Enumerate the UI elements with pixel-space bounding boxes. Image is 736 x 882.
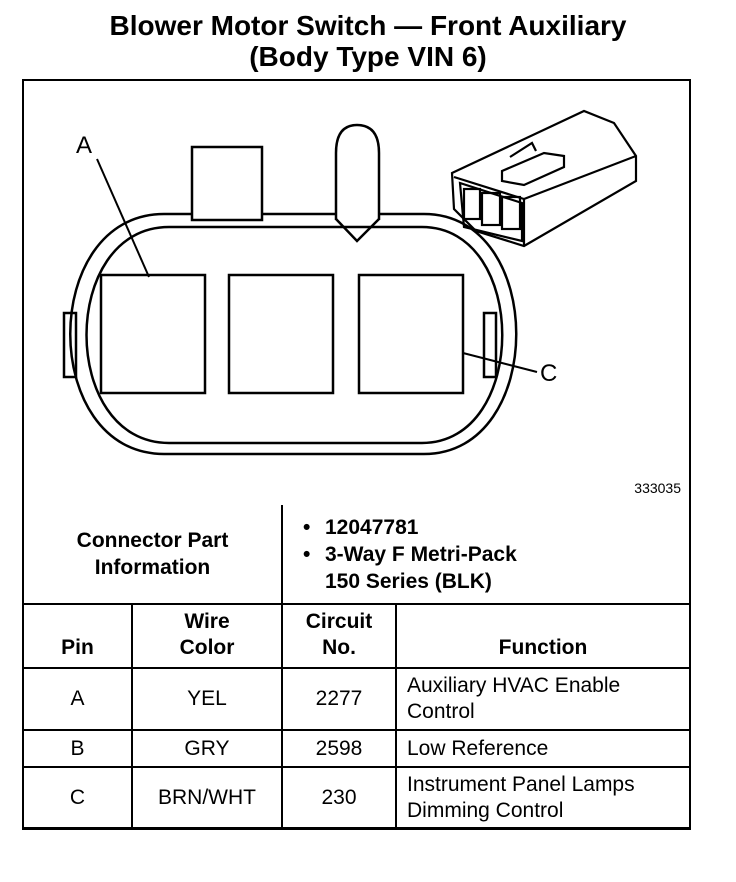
row-function: Instrument Panel Lamps Dimming Control	[395, 766, 689, 829]
row-pin: A	[24, 667, 133, 731]
connector-info-row: Connector Part Information 12047781 3-Wa…	[24, 505, 689, 605]
row-function-line1: Low Reference	[407, 736, 549, 760]
connector-outer-shell	[69, 212, 518, 456]
connector-isometric-view	[450, 109, 638, 248]
header-pin: Pin	[24, 603, 133, 669]
connector-side-key-right	[482, 311, 498, 379]
row-pin: B	[24, 729, 133, 768]
row-function: Auxiliary HVAC Enable Control	[395, 667, 689, 731]
header-circuit-no: Circuit No.	[281, 603, 397, 669]
pin-cavity-a	[99, 273, 207, 395]
header-wire-color: Wire Color	[131, 603, 283, 669]
row-wire-color: YEL	[131, 667, 283, 731]
row-wire-color: BRN/WHT	[131, 766, 283, 829]
connector-part-info-list: 12047781 3-Way F Metri-Pack 150 Series (…	[281, 505, 689, 605]
table-header-row: Pin Wire Color Circuit No. Function	[24, 603, 689, 669]
connector-tab-left	[190, 145, 264, 222]
header-wire-color-line2: Color	[179, 636, 235, 659]
pin-cavity-c	[357, 273, 465, 395]
row-function-line1: Instrument Panel Lamps	[407, 772, 635, 796]
connector-type-line2: 150 Series (BLK)	[325, 569, 492, 593]
row-function-line2: Control	[407, 700, 475, 723]
figure-number: 333035	[634, 480, 681, 496]
pin-cavity-b	[227, 273, 335, 395]
page-subtitle: (Body Type VIN 6)	[249, 41, 487, 72]
leader-line-a	[96, 158, 150, 278]
row-circuit: 2598	[281, 729, 397, 768]
header-function: Function	[395, 603, 689, 669]
diagram-frame: A C 333035 Connector Part Information 12…	[22, 79, 691, 830]
connector-info-label-line1: Connector Part	[76, 529, 229, 552]
row-function: Low Reference	[395, 729, 689, 768]
callout-a: A	[76, 132, 92, 159]
connector-type: 3-Way F Metri-Pack 150 Series (BLK)	[297, 541, 689, 595]
row-function-line2: Dimming Control	[407, 798, 564, 822]
row-wire-color: GRY	[131, 729, 283, 768]
part-number: 12047781	[297, 514, 689, 541]
leader-line-c	[462, 352, 538, 373]
header-circuit-line2: No.	[322, 636, 356, 659]
connector-part-info-label: Connector Part Information	[24, 505, 283, 605]
connector-side-key-left	[62, 311, 78, 379]
table-row: C BRN/WHT 230 Instrument Panel Lamps Dim…	[24, 766, 689, 829]
row-function-line1: Auxiliary HVAC Enable	[407, 674, 621, 697]
callout-c: C	[540, 360, 557, 387]
connector-inner-shell	[85, 225, 504, 445]
row-circuit: 230	[281, 766, 397, 829]
table-row: B GRY 2598 Low Reference	[24, 729, 689, 768]
row-pin: C	[24, 766, 133, 829]
header-circuit-line1: Circuit	[305, 610, 373, 633]
connector-tab-right-arrow	[335, 218, 380, 243]
connector-info-label-line2: Information	[94, 556, 211, 579]
connector-table: Connector Part Information 12047781 3-Wa…	[24, 505, 689, 829]
connector-diagram: A C 333035	[62, 109, 681, 496]
table-row: A YEL 2277 Auxiliary HVAC Enable Control	[24, 667, 689, 731]
connector-tab-right	[334, 123, 381, 220]
header-wire-color-line1: Wire	[184, 610, 230, 633]
row-circuit: 2277	[281, 667, 397, 731]
connector-type-line1: 3-Way F Metri-Pack	[325, 542, 517, 566]
page-title: Blower Motor Switch — Front Auxiliary	[109, 10, 627, 41]
